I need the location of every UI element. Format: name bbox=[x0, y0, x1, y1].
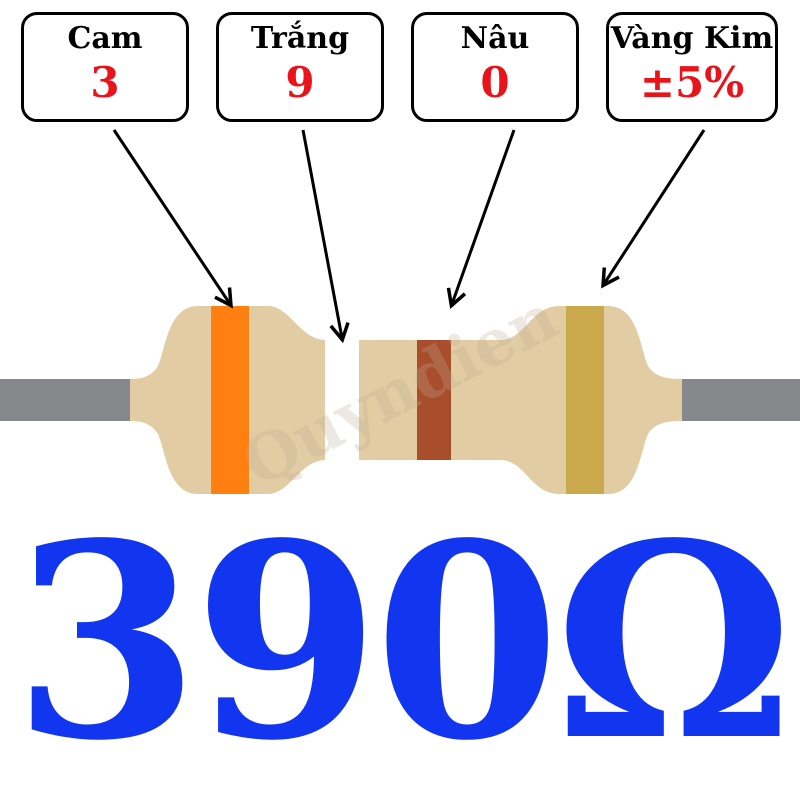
band-label-cam: Cam 3 bbox=[21, 12, 189, 122]
color-name-label: Trắng bbox=[250, 21, 350, 56]
digit-value: 3 bbox=[90, 58, 120, 107]
band-label-trang: Trắng 9 bbox=[216, 12, 384, 122]
digit-value: 0 bbox=[480, 58, 510, 107]
left-lead-wire bbox=[0, 379, 140, 421]
band-brown bbox=[417, 340, 451, 460]
pointer-arrow-nau bbox=[452, 129, 516, 304]
pointer-arrow-vang-kim bbox=[604, 129, 706, 284]
tolerance-value: ±5% bbox=[639, 58, 745, 107]
digit-value: 9 bbox=[285, 58, 315, 107]
band-white bbox=[325, 340, 359, 460]
resistor-body bbox=[130, 306, 682, 494]
band-gold bbox=[566, 306, 604, 494]
pointer-arrow-cam bbox=[112, 129, 230, 304]
pointer-arrow-trang bbox=[301, 129, 342, 338]
color-name-label: Nâu bbox=[460, 21, 530, 56]
band-label-nau: Nâu 0 bbox=[411, 12, 579, 122]
resistance-result: 390Ω bbox=[13, 485, 793, 800]
color-name-label: Cam bbox=[67, 21, 143, 56]
color-name-label: Vàng Kim bbox=[610, 21, 774, 56]
right-lead-wire bbox=[675, 379, 800, 421]
band-orange bbox=[211, 306, 249, 494]
band-label-vang-kim: Vàng Kim ±5% bbox=[606, 12, 778, 122]
